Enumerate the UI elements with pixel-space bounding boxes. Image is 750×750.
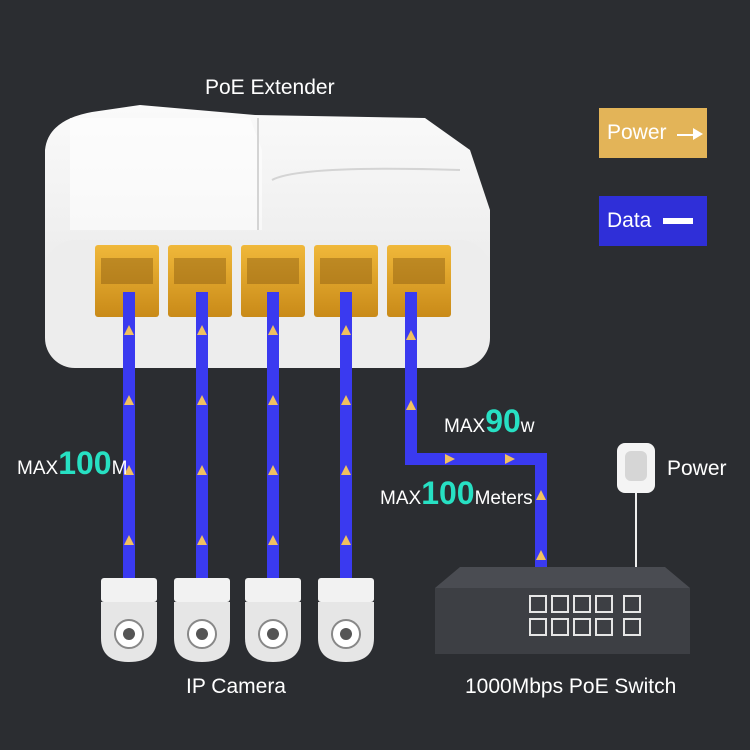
legend-data: Data	[599, 196, 707, 246]
rj45-port-5	[387, 245, 451, 317]
max-100meters-unit: Meters	[474, 488, 533, 509]
max-90w-label: MAX90w	[444, 403, 535, 440]
poe-extender-title: PoE Extender	[205, 76, 335, 99]
max-100meters-label: MAX100Meters	[380, 475, 533, 512]
legend-power: Power	[599, 108, 707, 158]
ip-camera-4	[318, 578, 374, 662]
rj45-port-3	[241, 245, 305, 317]
power-adapter	[617, 443, 655, 568]
ip-camera-1	[101, 578, 157, 662]
camera-cable-1	[123, 292, 135, 578]
max-90w-prefix: MAX	[444, 416, 486, 437]
rj45-port-4	[314, 245, 378, 317]
max-90w-value: 90	[485, 403, 521, 439]
max-100m-label: MAX100M	[17, 445, 127, 482]
max-100m-unit: M	[111, 458, 128, 479]
switch-ports	[529, 595, 641, 636]
max-100m-value: 100	[58, 445, 112, 481]
arrow-right-icon	[676, 128, 703, 140]
rj45-port-1	[95, 245, 159, 317]
max-100meters-value: 100	[421, 475, 475, 511]
legend-data-label: Data	[607, 209, 652, 232]
poe-switch	[435, 567, 690, 654]
max-90w-unit: w	[520, 416, 535, 437]
legend-power-label: Power	[607, 121, 667, 144]
ip-camera-2	[174, 578, 230, 662]
camera-cable-4	[340, 292, 352, 578]
max-100meters-prefix: MAX	[380, 488, 422, 509]
poe-switch-label: 1000Mbps PoE Switch	[465, 675, 677, 698]
dash-icon	[663, 218, 694, 224]
rj45-port-2	[168, 245, 232, 317]
camera-cable-2	[196, 292, 208, 578]
power-adapter-label: Power	[667, 457, 727, 480]
ip-camera-3	[245, 578, 301, 662]
extender-ports	[95, 245, 451, 317]
camera-cable-3	[267, 292, 279, 578]
max-100m-prefix: MAX	[17, 458, 59, 479]
uplink-cable	[405, 292, 547, 600]
ip-camera-label: IP Camera	[186, 675, 286, 698]
